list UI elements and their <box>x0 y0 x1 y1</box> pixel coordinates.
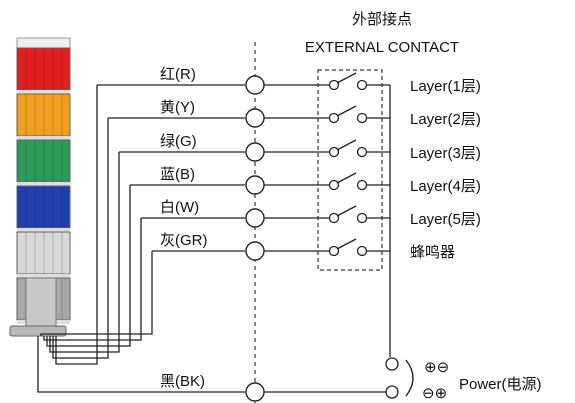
header-chinese: 外部接点 <box>352 11 412 28</box>
switch-blade-1 <box>336 105 357 117</box>
switch-contact-left-4 <box>328 212 340 224</box>
tower-tier-ribs-1 <box>17 94 70 136</box>
power-terminal-top <box>385 357 399 371</box>
wire-label-3: 蓝(B) <box>160 166 195 183</box>
switch-contact-right-2 <box>356 146 368 158</box>
wire-label-4: 白(W) <box>160 199 199 216</box>
signal-tower <box>9 37 71 337</box>
terminal-1 <box>245 108 265 128</box>
tower-tier-gap-4 <box>17 274 70 278</box>
switch-contact-left-5 <box>328 245 340 257</box>
output-label-4: Layer(5层) <box>410 211 481 228</box>
ground-wire <box>37 336 245 393</box>
terminal-4 <box>245 208 265 228</box>
switch-blade-0 <box>336 72 357 84</box>
switch-contact-left-3 <box>328 179 340 191</box>
switch-contact-left-1 <box>328 112 340 124</box>
switch-contact-right-3 <box>356 179 368 191</box>
power-section: ⊕⊖ ⊖⊕ Power(电源) <box>422 359 542 402</box>
tower-tier-ribs-3 <box>17 186 70 228</box>
ground-terminal <box>245 382 265 402</box>
wire-path-0 <box>55 85 98 365</box>
terminal-3 <box>245 175 265 195</box>
tower-tier-gap-3 <box>17 228 70 232</box>
tower-tier-gap-0 <box>17 90 70 94</box>
wire-label-0: 红(R) <box>160 66 196 83</box>
contact-box <box>317 69 383 271</box>
output-label-3: Layer(4层) <box>410 178 481 195</box>
tower-tier-ribs-2 <box>17 140 70 182</box>
tower-tier-ribs-4 <box>17 232 70 274</box>
wire-path-5 <box>40 251 153 336</box>
wire-path-2 <box>49 152 120 353</box>
ground-wire-label: 黑(BK) <box>160 373 205 390</box>
tower-tier-ribs-0 <box>17 48 70 90</box>
power-symbol-top: ⊕⊖ <box>424 359 449 376</box>
tower-tier-gap-2 <box>17 182 70 186</box>
terminal-0 <box>245 75 265 95</box>
switch-blade-4 <box>336 205 357 217</box>
switch-contact-left-2 <box>328 146 340 158</box>
switch-blade-2 <box>336 139 357 151</box>
wire-path-1 <box>52 118 109 359</box>
switch-contact-right-5 <box>356 245 368 257</box>
output-label-5: 蜂鸣器 <box>410 244 455 261</box>
power-terminal-bottom <box>385 385 399 399</box>
terminal-2 <box>245 142 265 162</box>
tower-pole <box>25 277 57 327</box>
tower-tier-gap-1 <box>17 136 70 140</box>
switch-blade-3 <box>336 172 357 184</box>
switch-contact-left-0 <box>328 79 340 91</box>
output-label-2: Layer(3层) <box>410 145 481 162</box>
tower-cap <box>16 37 71 49</box>
wire-path-4 <box>43 218 142 341</box>
header-english: EXTERNAL CONTACT <box>305 39 459 56</box>
switch-contact-right-4 <box>356 212 368 224</box>
output-label-1: Layer(2层) <box>410 111 481 128</box>
wire-label-5: 灰(GR) <box>160 232 208 249</box>
power-symbol-bottom: ⊖⊕ <box>422 385 447 402</box>
wire-label-1: 黄(Y) <box>160 99 195 116</box>
power-label: Power(电源) <box>459 376 542 393</box>
switch-contact-right-0 <box>356 79 368 91</box>
wire-label-2: 绿(G) <box>160 133 197 150</box>
switch-contact-right-1 <box>356 112 368 124</box>
power-bracket <box>405 359 414 397</box>
switch-blade-5 <box>336 238 357 250</box>
wire-path-3 <box>46 185 131 347</box>
output-label-0: Layer(1层) <box>410 78 481 95</box>
terminal-5 <box>245 241 265 261</box>
